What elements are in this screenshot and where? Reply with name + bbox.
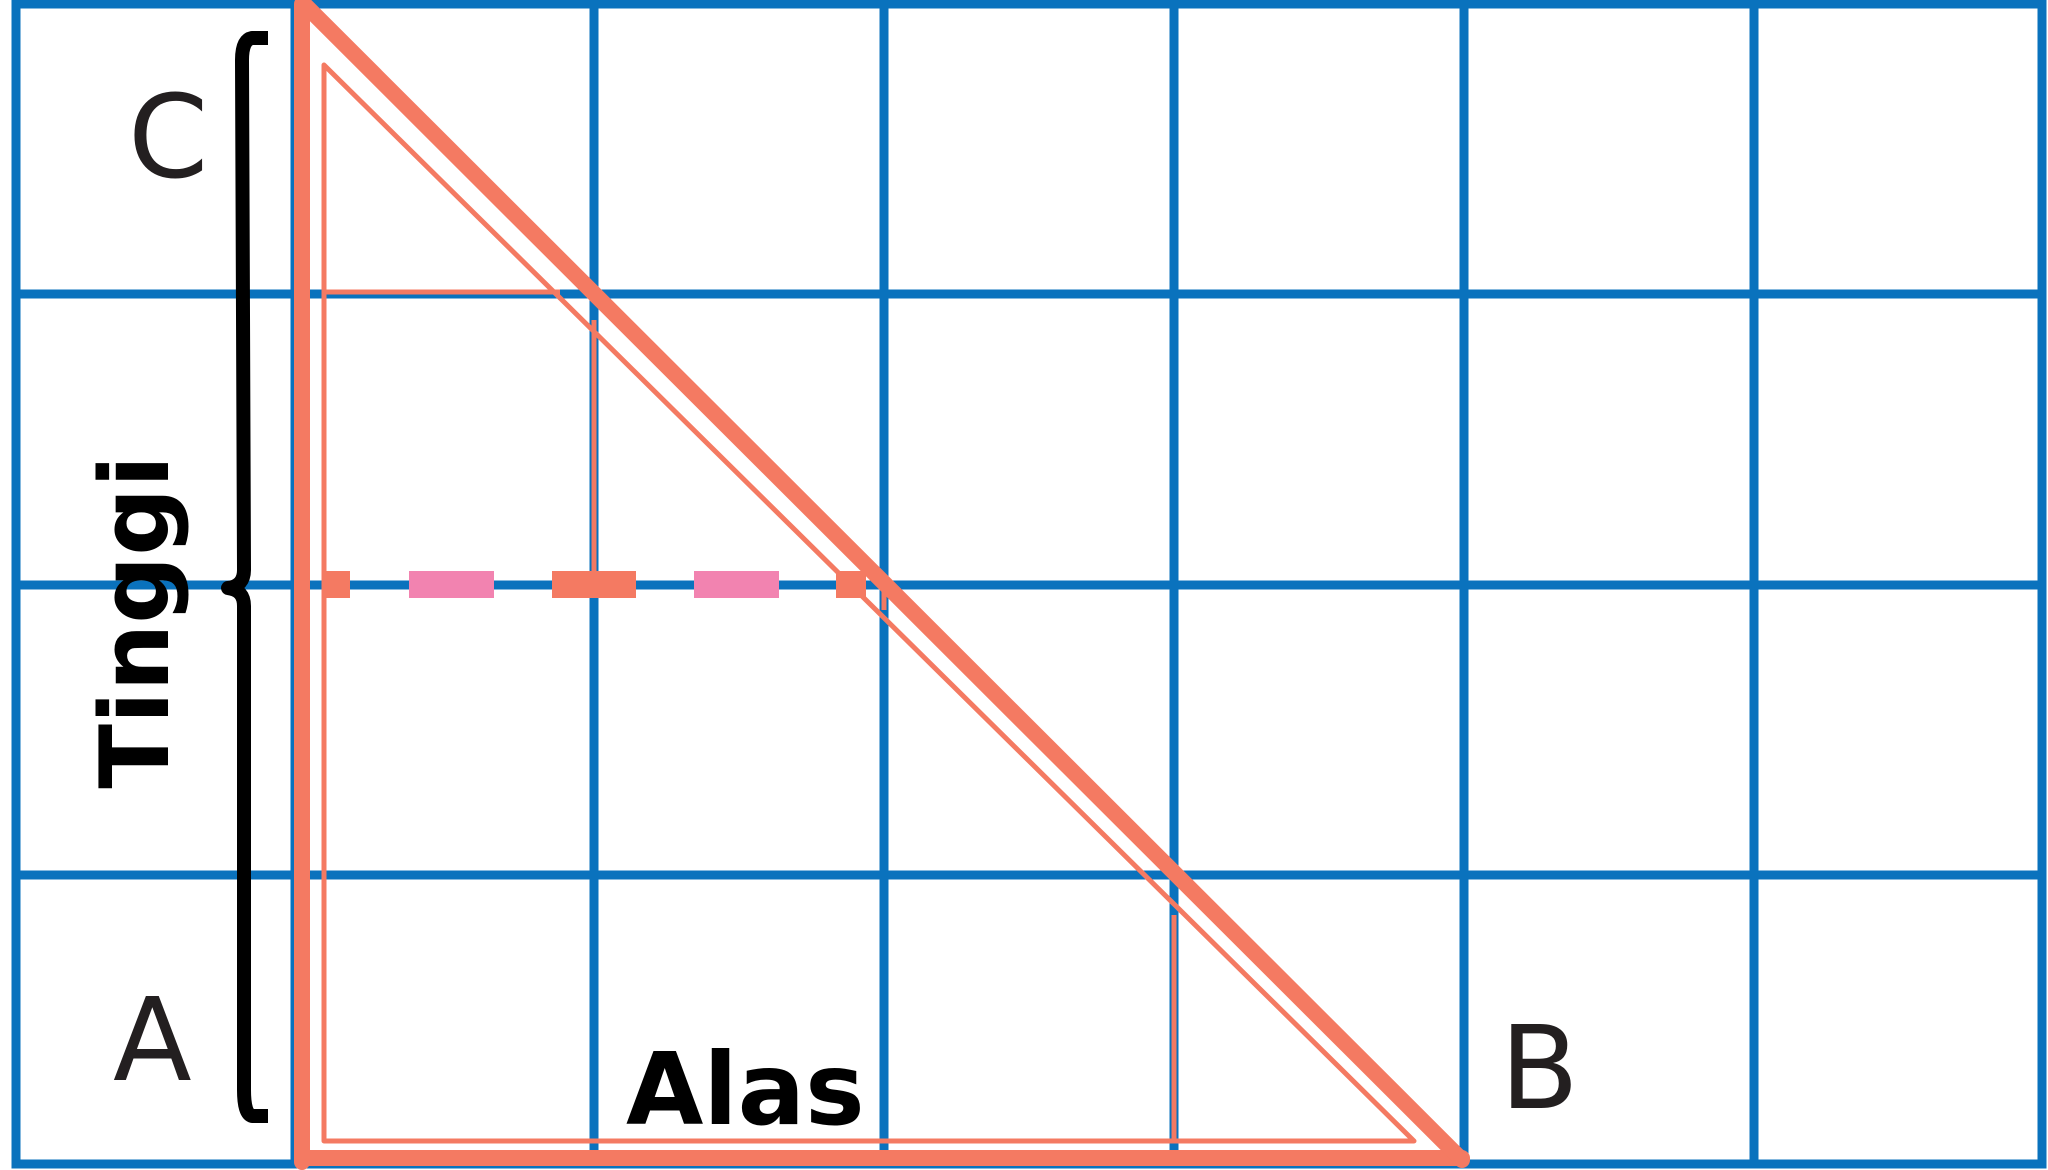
hypotenuse-markers [324,289,1177,1141]
height-brace [221,31,268,1123]
base-label: Alas [626,1031,865,1148]
vertex-label-b: B [1500,1002,1579,1136]
inner-triangle-outline [321,62,1417,1144]
vertex-label-a: A [113,974,192,1108]
vertex-label-c: C [128,71,208,205]
height-label: Tinggi [81,455,191,789]
dashed-midline [324,571,866,598]
triangle-hypotenuse [296,0,1470,1168]
grid [11,0,2047,1169]
right-triangle [294,0,1470,1170]
